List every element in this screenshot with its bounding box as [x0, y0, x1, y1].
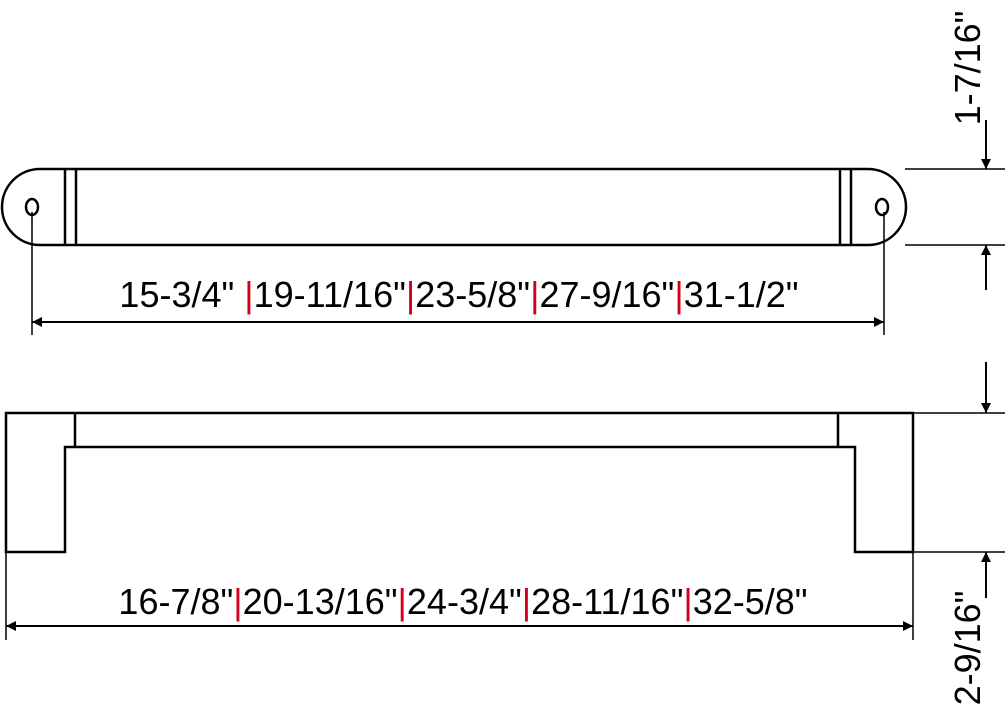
size-value: 31-1/2": [684, 274, 799, 315]
size-value: 20-13/16": [243, 581, 398, 622]
size-value: 24-3/4": [407, 581, 522, 622]
center-to-center-dimension: [31, 212, 885, 335]
top-view: [0, 167, 908, 247]
separator: |: [683, 581, 692, 622]
overall-length-dimension: [5, 552, 914, 640]
side-view: [4, 411, 915, 554]
separator: |: [406, 274, 415, 315]
size-value: 27-9/16": [539, 274, 674, 315]
handle-profile-outline: [4, 411, 915, 554]
size-value: 23-5/8": [415, 274, 530, 315]
width-dimension: [905, 120, 1005, 290]
handle-top-outline: [0, 167, 908, 247]
separator: |: [233, 581, 242, 622]
size-value: 32-5/8": [693, 581, 808, 622]
center-to-center-label: 15-3/4" |19-11/16"|23-5/8"|27-9/16"|31-1…: [119, 274, 798, 315]
separator: |: [398, 581, 407, 622]
width-label: 1-7/16": [947, 11, 988, 126]
size-value: 16-7/8": [118, 581, 233, 622]
projection-dimension: [913, 362, 1005, 598]
size-value: 19-11/16": [254, 274, 406, 315]
right-mounting-hole: [874, 197, 890, 217]
size-value: 28-11/16": [531, 581, 683, 622]
separator: |: [244, 274, 253, 315]
overall-length-label: 16-7/8"|20-13/16"|24-3/4"|28-11/16"|32-5…: [118, 581, 807, 622]
separator: |: [522, 581, 531, 622]
size-value: 15-3/4": [119, 274, 244, 315]
projection-label: 2-9/16": [947, 591, 988, 706]
separator: |: [674, 274, 683, 315]
separator: |: [530, 274, 539, 315]
